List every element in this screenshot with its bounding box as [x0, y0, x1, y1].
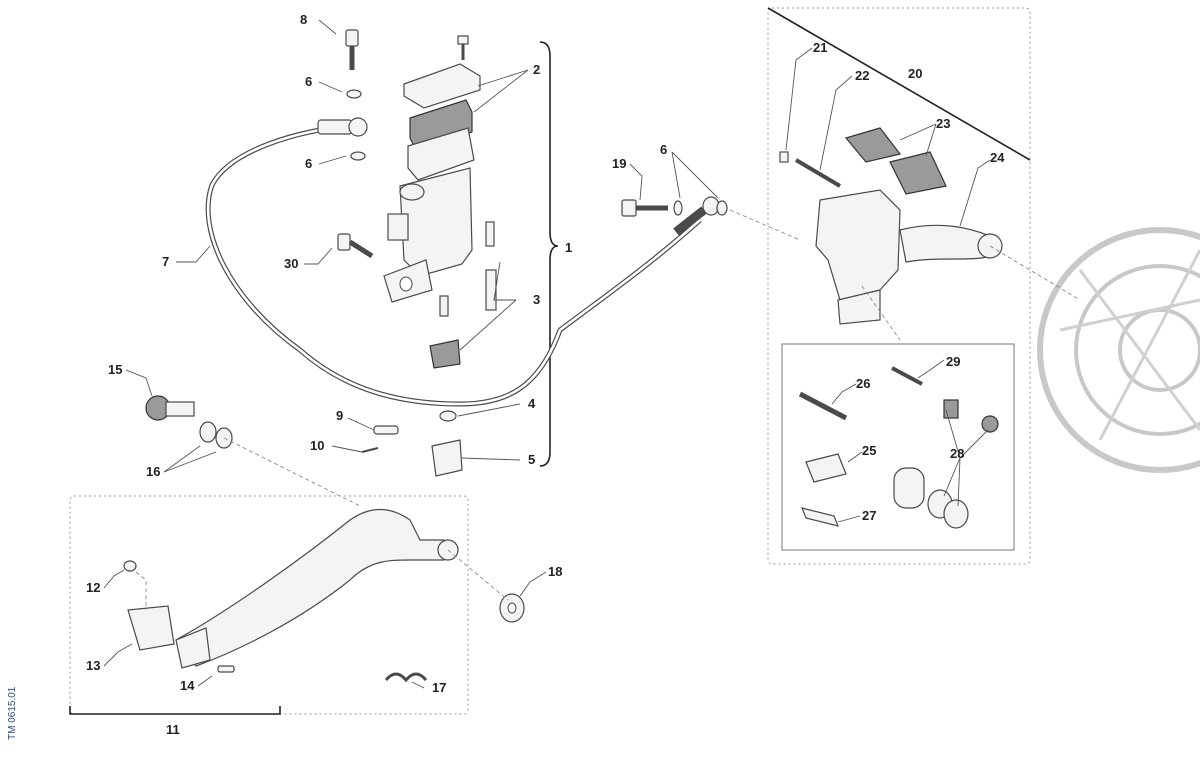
- pedal-tip-13: [127, 605, 175, 651]
- washer-lower: [350, 151, 366, 161]
- brake-pad-23a: [844, 127, 902, 163]
- part-label-13: 13: [86, 658, 100, 673]
- spring-clip-25: [805, 453, 847, 483]
- pedal-tip-mount: [175, 627, 211, 669]
- part-label-19: 19: [612, 156, 626, 171]
- reservoir-cap: [403, 63, 481, 109]
- part-label-27: 27: [862, 508, 876, 523]
- reservoir-body: [407, 127, 475, 181]
- pedal-group-bracket: [69, 706, 281, 715]
- caliper-piston: [893, 467, 925, 509]
- washer-upper: [346, 89, 362, 99]
- part-label-16: 16: [146, 464, 160, 479]
- mount-lug-hole: [399, 276, 413, 292]
- part-label-10: 10: [310, 438, 324, 453]
- spring-17: [384, 672, 428, 683]
- slide-pin-26: [798, 391, 848, 421]
- seal-28b: [943, 499, 969, 529]
- part-label-25: 25: [862, 443, 876, 458]
- part-label-6-upper: 6: [305, 74, 312, 89]
- master-cylinder-port: [399, 183, 425, 201]
- pad-pin-22: [794, 158, 842, 188]
- part-label-29: 29: [946, 354, 960, 369]
- seal-ring-4: [439, 410, 457, 422]
- part-label-26: 26: [856, 376, 870, 391]
- brake-hose-highlight: [206, 124, 701, 406]
- part-label-7: 7: [162, 254, 169, 269]
- boot-28: [981, 415, 999, 433]
- part-label-28: 28: [950, 446, 964, 461]
- part-label-15: 15: [108, 362, 122, 377]
- part-label-11: 11: [166, 722, 180, 737]
- master-cylinder-side-boss: [387, 213, 409, 241]
- part-label-14: 14: [180, 678, 195, 693]
- hose-banjo-eye-top: [348, 117, 368, 137]
- washer-6c-b: [716, 200, 728, 216]
- part-label-23: 23: [936, 116, 950, 131]
- hose-fitting-caliper: [673, 206, 707, 236]
- part-label-21: 21: [813, 40, 827, 55]
- part-label-8: 8: [300, 12, 307, 27]
- disc-axis-line: [989, 245, 1081, 301]
- part-label-30: 30: [284, 256, 298, 271]
- washer-18-hole: [507, 602, 517, 614]
- part-label-3: 3: [533, 292, 540, 307]
- part-label-6-lower: 6: [305, 156, 312, 171]
- cotter-pin-10: [361, 447, 379, 453]
- brake-pedal-group-box: [69, 495, 469, 715]
- clevis-pin-9: [373, 425, 399, 435]
- caliper-body: [815, 189, 901, 301]
- part-label-18: 18: [548, 564, 562, 579]
- caliper-lower-housing: [837, 289, 881, 325]
- guide-bolt-28: [943, 399, 959, 419]
- banjo-bolt-19-head: [621, 199, 637, 217]
- cap-screw-head: [457, 35, 469, 45]
- part-label-5: 5: [528, 452, 535, 467]
- bolt-8-head: [345, 29, 359, 47]
- part-label-6-caliper: 6: [660, 142, 667, 157]
- pushrod: [439, 295, 449, 317]
- retainer-27: [801, 507, 839, 527]
- bleeder-29: [891, 366, 923, 386]
- part-label-17: 17: [432, 680, 446, 695]
- brake-pedal-lever: [175, 509, 445, 667]
- screw-14: [217, 665, 235, 673]
- part-label-22: 22: [855, 68, 869, 83]
- brake-pad-23b: [889, 151, 947, 195]
- caliper-seal-kit-box: [781, 343, 1015, 551]
- bolt-30-head: [337, 233, 351, 251]
- pivot-axis-line: [223, 437, 361, 507]
- part-label-4: 4: [528, 396, 536, 411]
- hose-banjo-fitting-top: [317, 119, 353, 135]
- leader-lines: [103, 19, 991, 689]
- part-label-20: 20: [908, 66, 922, 81]
- caliper-group-bracket: [767, 7, 1031, 161]
- part-label-2: 2: [533, 62, 540, 77]
- clevis-5: [431, 439, 463, 477]
- piston-kit: [485, 269, 497, 311]
- part-label-12: 12: [86, 580, 100, 595]
- pivot-shaft-15: [165, 401, 195, 417]
- caliper-group-box: [767, 7, 1031, 565]
- spring: [485, 221, 495, 247]
- part-label-24: 24: [990, 150, 1005, 165]
- master-cylinder-brace: [539, 41, 559, 467]
- pushrod-boot: [429, 339, 461, 369]
- bolt-30-shank: [348, 239, 374, 259]
- drawing-code: TM 0615.01: [7, 686, 18, 740]
- part-label-1: 1: [565, 240, 572, 255]
- o-ring-16a: [199, 421, 217, 443]
- hose-to-caliper-line: [729, 209, 801, 241]
- reservoir-diaphragm: [409, 99, 473, 151]
- washer-6c-a: [673, 200, 683, 216]
- washer-axis-line: [447, 549, 509, 601]
- plug-21: [779, 151, 789, 163]
- part-label-9: 9: [336, 408, 343, 423]
- nut-12: [123, 560, 137, 572]
- nut-axis-line: [135, 571, 147, 610]
- brake-disc-ghost: [1037, 227, 1200, 473]
